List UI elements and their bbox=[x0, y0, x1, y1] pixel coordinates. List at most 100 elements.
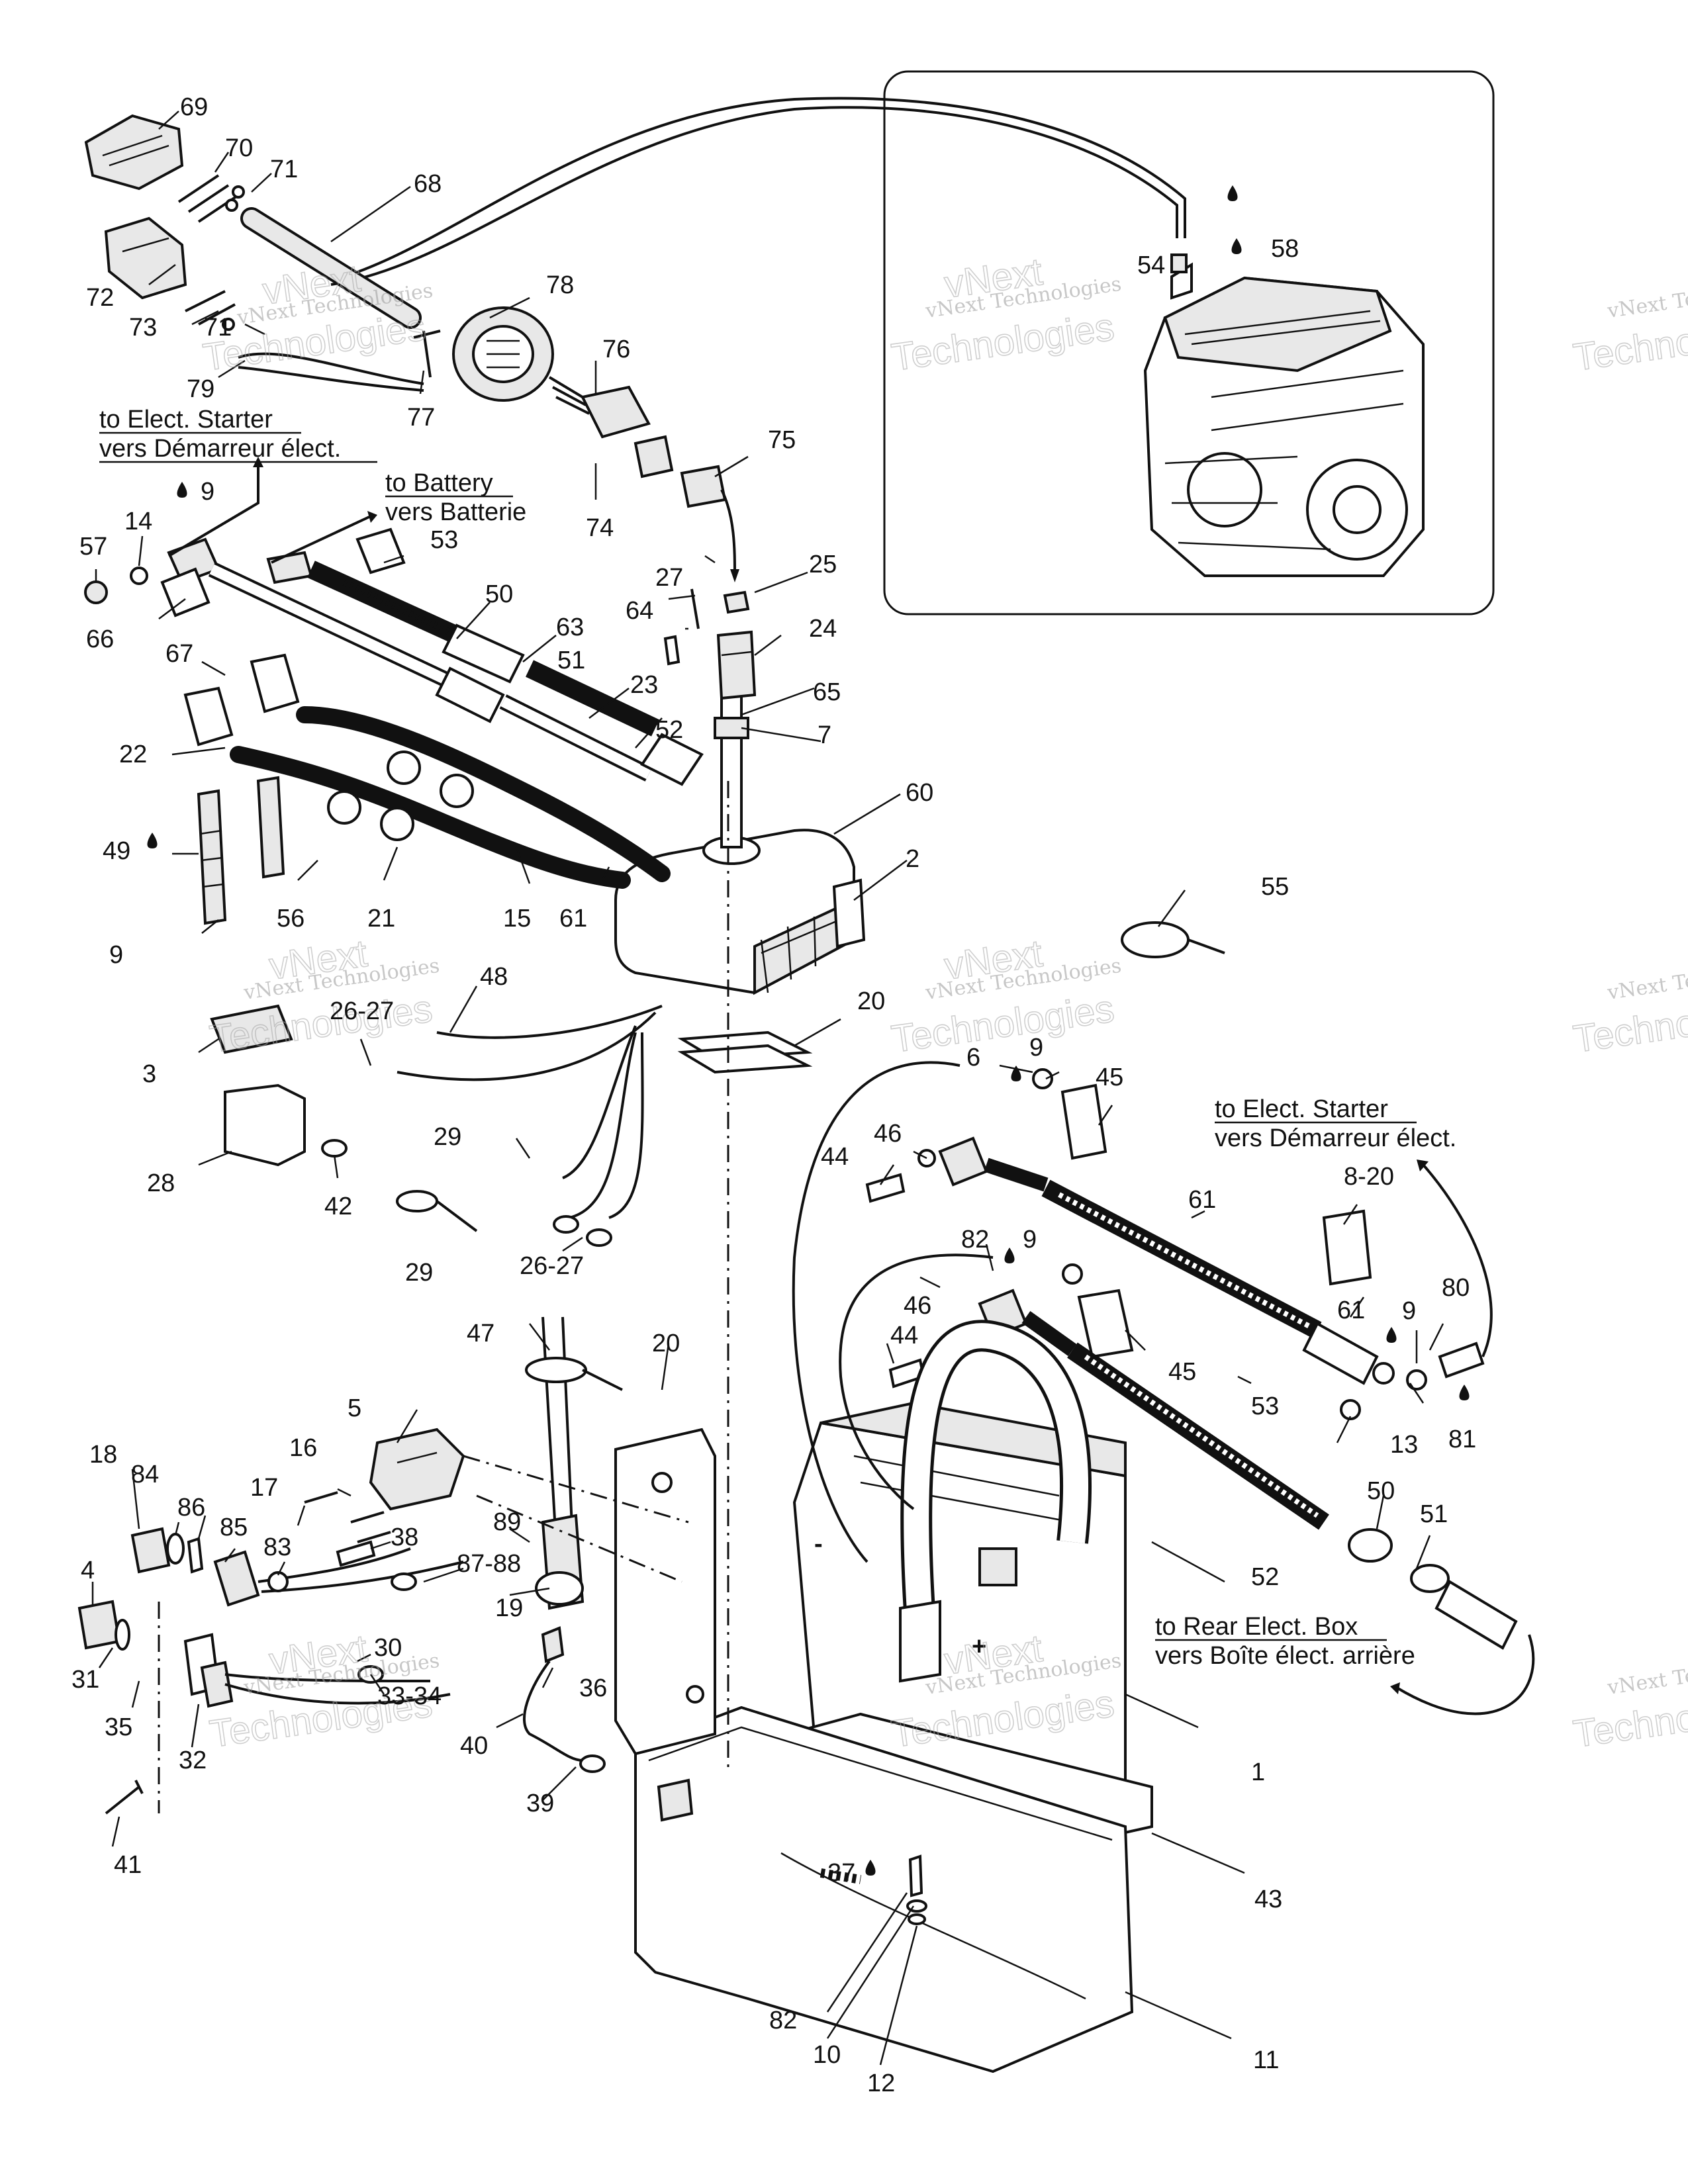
cable-55 bbox=[938, 1136, 1395, 1385]
note-starter-top: to Elect. Starter vers Démarreur élect. bbox=[99, 406, 377, 557]
callout-labels: 69 70 71 68 72 73 71 79 78 77 76 74 75 5… bbox=[71, 93, 1476, 2097]
callout-label: 10 bbox=[813, 2041, 841, 2069]
sleeve-87-88 bbox=[336, 1540, 417, 1591]
watermark: vNext Technologies bbox=[1605, 273, 1688, 323]
terminals-29 bbox=[321, 1139, 612, 1247]
callout-label: 25 bbox=[809, 551, 837, 578]
connector-78 bbox=[452, 306, 554, 402]
drop-icon bbox=[1011, 1066, 1021, 1081]
callout-label: 53 bbox=[1251, 1392, 1279, 1420]
pin-37 bbox=[105, 1780, 144, 1815]
callout-label: 50 bbox=[485, 580, 513, 608]
drop-icon bbox=[865, 1860, 876, 1876]
spark-plugs-56 bbox=[197, 776, 285, 925]
callout-label: 50 bbox=[1367, 1477, 1395, 1505]
callout-label: 36 bbox=[579, 1674, 607, 1702]
connector-75 bbox=[680, 465, 739, 582]
strap-47 bbox=[899, 1320, 1092, 1683]
connector-69 bbox=[84, 114, 184, 191]
bolt-13-washers bbox=[1340, 1342, 1485, 1420]
callout-label: 26-27 bbox=[330, 997, 394, 1025]
battery-signs: - + bbox=[814, 1530, 986, 1661]
callout-label: 78 bbox=[546, 271, 574, 299]
callout-label: 63 bbox=[556, 614, 584, 641]
watermark: vNext Technologies bbox=[1605, 954, 1688, 1005]
seal-74 bbox=[633, 435, 674, 478]
center-line bbox=[158, 781, 729, 1813]
battery-negative-sign: - bbox=[814, 1530, 823, 1558]
callout-label: 29 bbox=[434, 1123, 461, 1151]
callout-label: 4 bbox=[81, 1557, 95, 1584]
clip-77 bbox=[413, 330, 441, 378]
ground-cable-39 bbox=[523, 1626, 606, 1773]
drop-icon bbox=[1004, 1248, 1015, 1263]
bracket-30 bbox=[183, 1633, 451, 1708]
bracket-5 bbox=[614, 1428, 716, 1756]
callout-label: 71 bbox=[204, 314, 232, 341]
callout-label: 55 bbox=[1261, 873, 1289, 901]
battery-positive-sign: + bbox=[972, 1633, 986, 1661]
callout-label: 6 bbox=[966, 1044, 980, 1071]
callout-label: 9 bbox=[201, 478, 214, 506]
callout-label: 12 bbox=[867, 2070, 895, 2097]
callout-label: 82 bbox=[961, 1226, 989, 1253]
connector-23 bbox=[716, 630, 757, 700]
callout-label: 47 bbox=[467, 1320, 494, 1347]
nuts-14-57 bbox=[84, 567, 148, 604]
callout-label: 82 bbox=[769, 2007, 797, 2034]
drop-icon bbox=[147, 833, 158, 848]
callout-label: 9 bbox=[109, 941, 123, 969]
callout-label: 80 bbox=[1442, 1274, 1470, 1302]
callout-label: 37 bbox=[827, 1859, 855, 1887]
callout-label: 53 bbox=[430, 526, 458, 554]
callout-label: 66 bbox=[86, 625, 114, 653]
drop-icon bbox=[177, 482, 187, 498]
drop-icon bbox=[1231, 238, 1242, 254]
callout-label: 84 bbox=[131, 1461, 159, 1488]
callout-label: 68 bbox=[414, 170, 442, 198]
callout-label: 21 bbox=[367, 905, 395, 933]
starter-cable-top bbox=[167, 537, 653, 782]
wire-79 bbox=[238, 352, 424, 392]
callout-label: 70 bbox=[225, 134, 253, 162]
note-battery: to Battery vers Batterie bbox=[271, 469, 526, 564]
callout-label: 58 bbox=[1271, 235, 1299, 263]
engine-inset-frame bbox=[883, 70, 1495, 615]
callout-label: 9 bbox=[1029, 1034, 1043, 1062]
callout-label: 24 bbox=[809, 615, 837, 643]
callout-label: 44 bbox=[890, 1322, 918, 1349]
tie-20-top bbox=[396, 1190, 478, 1232]
tie-8-20 bbox=[1121, 921, 1225, 958]
spark-plug-wires bbox=[230, 706, 671, 889]
callout-label: 14 bbox=[124, 508, 152, 535]
bracket-42 bbox=[224, 1083, 306, 1167]
callout-label: 51 bbox=[557, 647, 585, 674]
note-rear-box: to Rear Elect. Box vers Boîte élect. arr… bbox=[1155, 1613, 1535, 1715]
callout-label: 38 bbox=[391, 1524, 418, 1551]
callout-label: 46 bbox=[874, 1120, 902, 1148]
callout-label: 18 bbox=[89, 1441, 117, 1469]
callout-label: 49 bbox=[103, 837, 130, 865]
caps-67-49 bbox=[183, 653, 300, 747]
callout-label: 77 bbox=[407, 404, 435, 432]
callout-label: 81 bbox=[1448, 1426, 1476, 1453]
callout-label: 45 bbox=[1168, 1358, 1196, 1386]
callout-label: 32 bbox=[179, 1747, 207, 1774]
note-battery-en: to Battery bbox=[385, 469, 493, 497]
watermark: Technologies bbox=[889, 305, 1117, 379]
harness-68 bbox=[240, 207, 422, 329]
callout-label: 9 bbox=[1402, 1297, 1416, 1325]
callout-label: 23 bbox=[630, 671, 658, 699]
callout-label: 3 bbox=[142, 1060, 156, 1088]
pad-6 bbox=[677, 1030, 813, 1074]
callout-label: 52 bbox=[655, 716, 683, 744]
watermark: Technologies bbox=[889, 987, 1117, 1060]
watermark: vNext Technologies bbox=[1605, 1649, 1688, 1700]
callout-label: 86 bbox=[177, 1494, 205, 1522]
callout-label: 67 bbox=[165, 640, 193, 668]
drop-icon bbox=[1386, 1327, 1397, 1343]
callout-label: 8-20 bbox=[1344, 1163, 1394, 1191]
callout-label: 27 bbox=[655, 564, 683, 592]
callout-label: 20 bbox=[857, 987, 885, 1015]
